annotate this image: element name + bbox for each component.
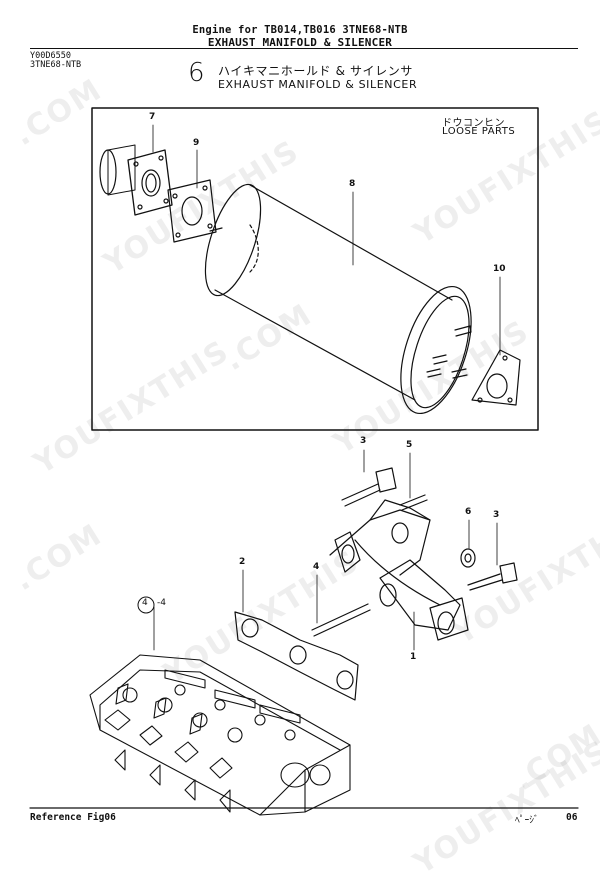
callout-10: 10: [493, 264, 506, 274]
loose-parts-jp: ドウコンヒン: [442, 118, 505, 129]
footer-page-label: ﾍﾟｰｼﾞ: [515, 815, 539, 826]
cylinder-head: [89, 654, 351, 816]
callout-7: 7: [149, 112, 156, 122]
section-title-jp: ハイキマニホールド & サイレンサ: [218, 64, 413, 78]
part-4-stud: [311, 603, 371, 637]
loose-parts-en: LOOSE PARTS: [442, 126, 516, 137]
model-code: 3TNE68-NTB: [30, 60, 82, 70]
part-1-exhaust-manifold: [329, 499, 469, 641]
section-title-en: EXHAUST MANIFOLD & SILENCER: [218, 78, 418, 91]
header-rule: [30, 48, 578, 49]
reference-circle: [137, 596, 155, 614]
callout-8: 8: [349, 179, 356, 189]
part-9-gasket: [167, 179, 217, 243]
footer-reference: Reference Fig06: [30, 812, 116, 823]
page-header-line1: Engine for TB014,TB016 3TNE68-NTB: [192, 24, 408, 36]
callout-5: 5: [406, 440, 413, 450]
part-3-bolt: [341, 467, 518, 591]
part-7-exhaust-flange: [99, 144, 173, 216]
callout-9: 9: [193, 138, 200, 148]
catalog-code: Y00D6550: [30, 51, 71, 61]
callout-1: 1: [410, 652, 417, 662]
callout-4: 4: [313, 562, 320, 572]
callout-3: 3: [360, 436, 367, 446]
part-6-nut: [460, 548, 476, 568]
part-8-silencer: [204, 183, 472, 415]
parts-diagram: [29, 107, 579, 816]
callout-6: 6: [465, 507, 472, 517]
loose-parts-box: [91, 107, 539, 431]
callout-3: 3: [493, 510, 500, 520]
page-header-title: EXHAUST MANIFOLD & SILENCER: [207, 36, 393, 49]
callout-2: 2: [239, 557, 246, 567]
reference-suffix: -4: [157, 598, 166, 608]
footer-page-number: 06: [566, 812, 578, 823]
part-2-gasket: [234, 611, 359, 701]
part-10-gasket: [471, 349, 521, 406]
section-number: 6: [188, 58, 205, 88]
reference-number: 4: [142, 598, 148, 608]
part-5-stud: [399, 494, 428, 511]
